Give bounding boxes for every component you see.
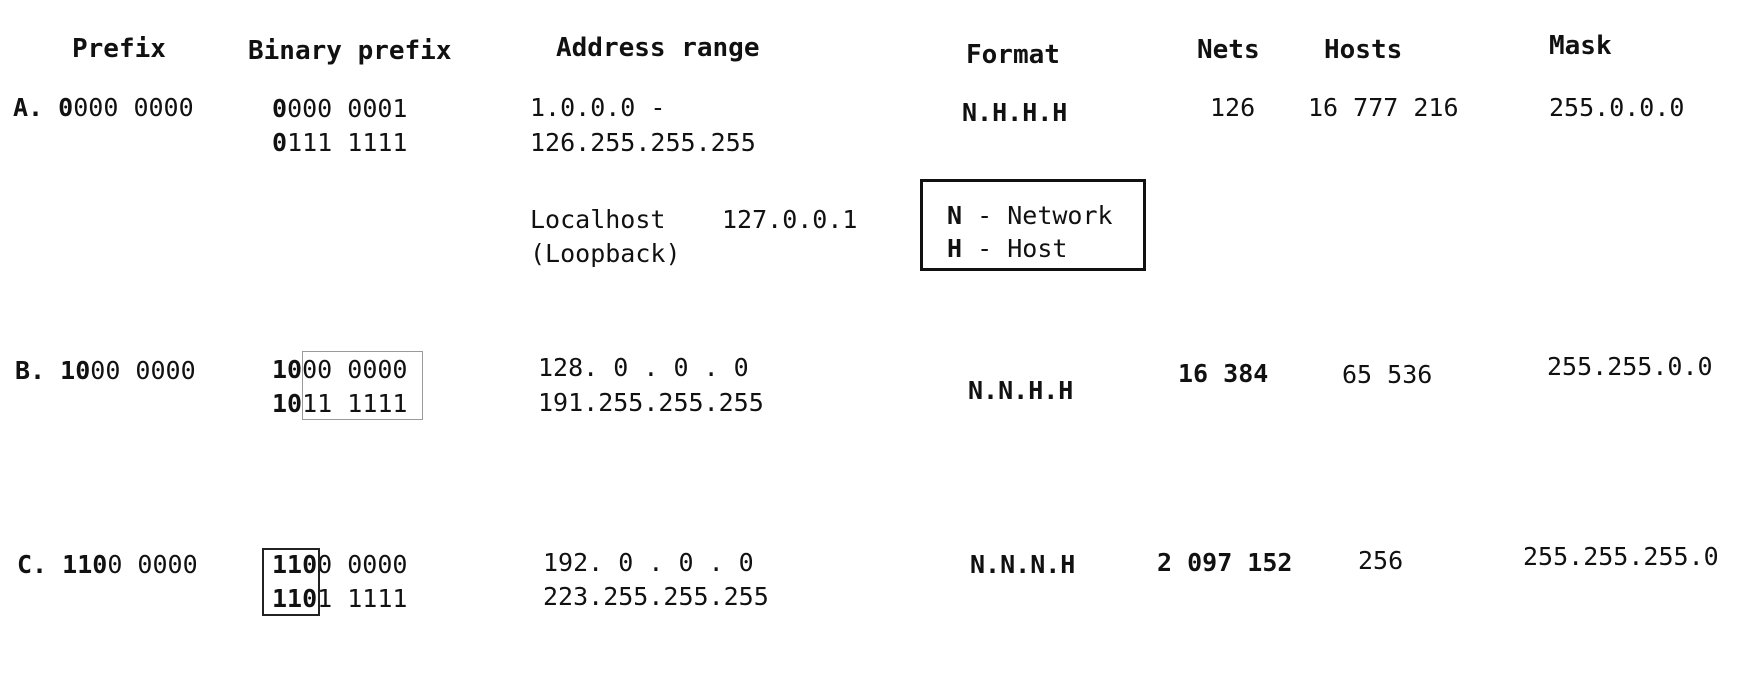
localhost-address: 127.0.0.1 xyxy=(722,205,858,234)
row-a-prefix-rest: 000 0000 xyxy=(73,93,194,122)
row-c-hosts: 256 xyxy=(1358,546,1404,575)
row-a-mask: 255.0.0.0 xyxy=(1549,93,1685,122)
header-prefix: Prefix xyxy=(72,34,166,64)
row-a-hosts: 16 777 216 xyxy=(1308,93,1459,122)
row-c-binary-1: 1100 0000 xyxy=(272,548,407,582)
legend-network: N - Network xyxy=(947,199,1113,233)
header-mask: Mask xyxy=(1549,31,1612,61)
row-a-bin1-rest: 000 0001 xyxy=(287,94,408,123)
row-c-range-start: 192. 0 . 0 . 0 xyxy=(543,548,754,577)
row-b-prefix-bold: 10 xyxy=(60,356,91,385)
header-binary-prefix: Binary prefix xyxy=(248,36,452,66)
legend-h-text: - Host xyxy=(962,234,1068,263)
row-c-label: C. xyxy=(17,550,48,579)
row-b-prefix-rest: 00 0000 xyxy=(90,356,196,385)
row-b-prefix: B. 1000 0000 xyxy=(15,354,196,388)
row-a-bin2-rest: 111 1111 xyxy=(287,128,408,157)
row-a-binary-1: 0000 0001 xyxy=(272,92,407,126)
row-c-bin1-bold: 110 xyxy=(272,550,318,579)
row-a-prefix-bold: 0 xyxy=(58,93,74,122)
row-b-bin2-bold: 10 xyxy=(272,389,303,418)
row-a-bin1-bold: 0 xyxy=(272,94,288,123)
legend-box xyxy=(920,179,1146,271)
row-c-nets: 2 097 152 xyxy=(1157,548,1293,577)
row-c-range-end: 223.255.255.255 xyxy=(543,582,769,611)
row-a-bin2-bold: 0 xyxy=(272,128,288,157)
legend-h-key: H xyxy=(947,234,963,263)
row-a-binary-2: 0111 1111 xyxy=(272,126,407,160)
header-hosts: Hosts xyxy=(1324,35,1403,65)
row-b-host-bits-box xyxy=(302,351,423,420)
header-format: Format xyxy=(966,40,1060,70)
row-c-prefix-rest: 0 0000 xyxy=(107,550,198,579)
row-b-range-end: 191.255.255.255 xyxy=(538,388,764,417)
row-b-binary-2: 1011 1111 xyxy=(272,387,407,421)
row-b-mask: 255.255.0.0 xyxy=(1547,352,1713,381)
header-nets: Nets xyxy=(1197,35,1260,65)
row-c-mask: 255.255.255.0 xyxy=(1523,542,1719,571)
row-b-bin1-rest: 00 0000 xyxy=(302,355,408,384)
localhost-label: Localhost xyxy=(530,205,666,234)
row-b-bin1-bold: 10 xyxy=(272,355,303,384)
row-b-label: B. xyxy=(15,356,46,385)
row-c-prefix-bold: 110 xyxy=(62,550,108,579)
row-c-bin1-rest: 0 0000 xyxy=(317,550,408,579)
row-c-bin2-rest: 1 1111 xyxy=(317,584,408,613)
row-a-prefix: A. 0000 0000 xyxy=(13,91,194,125)
row-b-nets: 16 384 xyxy=(1178,359,1269,388)
row-c-network-bits-box xyxy=(262,548,320,616)
row-c-format: N.N.N.H xyxy=(970,550,1076,579)
legend-n-text: - Network xyxy=(962,201,1113,230)
row-a-label: A. xyxy=(13,93,44,122)
row-a-nets: 126 xyxy=(1210,93,1256,122)
row-c-bin2-bold: 110 xyxy=(272,584,318,613)
row-c-binary-2: 1101 1111 xyxy=(272,582,407,616)
row-b-binary-1: 1000 0000 xyxy=(272,353,407,387)
row-b-range-start: 128. 0 . 0 . 0 xyxy=(538,353,749,382)
row-b-format: N.N.H.H xyxy=(968,376,1074,405)
legend-n-key: N xyxy=(947,201,963,230)
row-a-format: N.H.H.H xyxy=(962,98,1068,127)
row-c-prefix: C. 1100 0000 xyxy=(17,548,198,582)
row-b-hosts: 65 536 xyxy=(1342,360,1433,389)
row-b-bin2-rest: 11 1111 xyxy=(302,389,408,418)
legend-host: H - Host xyxy=(947,232,1067,266)
row-a-range-start: 1.0.0.0 - xyxy=(530,93,666,122)
row-a-range-end: 126.255.255.255 xyxy=(530,128,756,157)
header-address-range: Address range xyxy=(556,33,760,63)
localhost-note: (Loopback) xyxy=(530,239,681,268)
